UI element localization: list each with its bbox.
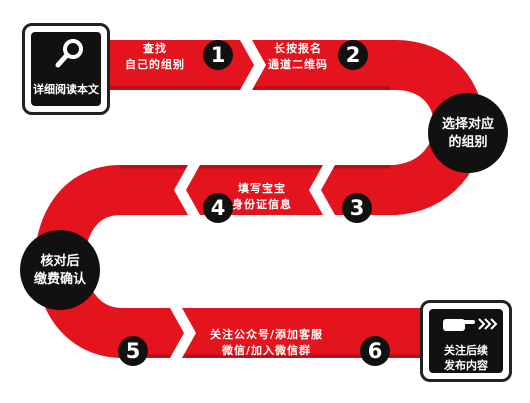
step-2-number: 2 [338,40,368,70]
turn-node-right-line-1: 选择对应 [441,117,494,132]
end-card-line-2: 发布内容 [444,359,488,372]
step-1-line-2: 自己的组别 [125,58,185,71]
step-4-line-2: 身份证信息 [232,198,292,211]
turn-node-right [428,93,508,173]
step-1-number: 1 [203,40,233,70]
step-2-label: 长按报名 通道二维码 [268,41,328,73]
step-1-label: 查找 自己的组别 [125,41,185,73]
turn-node-left-line-1: 核对后 [40,254,80,269]
start-card-text: 详细阅读本文 [33,83,99,96]
step-2-line-2: 通道二维码 [268,58,328,71]
step-6-label: 关注公众号/添加客服 微信/加入微信群 [210,327,323,359]
step-4-number: 4 [203,193,233,223]
turn-node-left [20,230,100,310]
step-6-line-2: 微信/加入微信群 [222,344,312,357]
turn-node-left-line-2: 缴费确认 [33,272,86,287]
start-card: 详细阅读本文 [22,23,110,115]
turn-node-right-line-2: 的组别 [448,135,488,150]
step-6-number: 6 [360,336,390,366]
step-1-line-1: 查找 [143,42,167,55]
magnifier-icon [55,39,83,68]
step-2-line-1: 长按报名 [274,42,322,55]
end-card-text: 关注后续 发布内容 [429,343,503,373]
step-5-number: 5 [118,336,148,366]
pointing-hand-icon [443,318,498,331]
step-4-line-1: 填写宝宝 [238,182,286,195]
end-card-line-1: 关注后续 [444,344,488,357]
end-card: 关注后续 发布内容 [420,300,512,382]
step-3-number: 3 [342,193,372,223]
step-4-label: 填写宝宝 身份证信息 [232,181,292,213]
turn-node-left-label: 核对后 缴费确认 [25,253,95,289]
step-6-line-1: 关注公众号/添加客服 [210,328,324,341]
turn-node-right-label: 选择对应 的组别 [433,116,503,152]
ribbon-chevrons [170,40,335,358]
